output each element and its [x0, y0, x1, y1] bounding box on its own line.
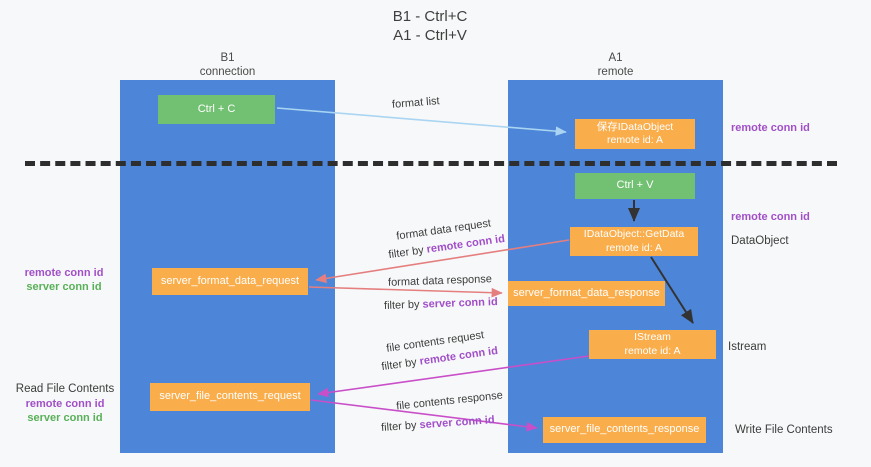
- save-idataobject-box: 保存IDataObject remote id: A: [575, 119, 695, 149]
- server-file-contents-request-box: server_file_contents_request: [150, 383, 310, 411]
- read-file-contents-labels: Read File Contents remote conn id server…: [10, 382, 120, 426]
- filter-by-text: filter by: [380, 419, 417, 434]
- istream-line2: remote id: A: [624, 344, 681, 357]
- save-idataobject-line2: remote id: A: [606, 134, 664, 146]
- write-file-contents-label: Write File Contents: [735, 424, 833, 436]
- server-format-data-response-box: server_format_data_response: [508, 281, 665, 306]
- server-file-contents-request-label: server_file_contents_request: [159, 390, 301, 403]
- ctrl-c-box: Ctrl + C: [158, 95, 275, 124]
- remote-conn-id-top-label: remote conn id: [731, 122, 810, 134]
- right-column-title: A1: [608, 52, 623, 64]
- right-column-header: A1 remote: [508, 51, 723, 80]
- boundary-dashed-line: [25, 161, 837, 166]
- istream-line1: IStream: [634, 331, 671, 344]
- ctrl-v-box: Ctrl + V: [575, 173, 695, 199]
- save-idataobject-line1: 保存IDataObject: [596, 120, 674, 133]
- filter-by-text: filter by: [387, 244, 425, 262]
- server-file-contents-response-label: server_file_contents_response: [549, 423, 700, 436]
- file-response-filter-label: filter by server conn id: [381, 414, 495, 434]
- getdata-line2: remote id: A: [605, 241, 663, 254]
- read-server-conn-id-label: server conn id: [27, 412, 103, 425]
- idataobject-getdata-box: IDataObject::GetData remote id: A: [570, 227, 698, 256]
- ctrl-c-label: Ctrl + C: [197, 102, 236, 115]
- ctrl-v-label: Ctrl + V: [616, 179, 654, 192]
- dataobject-label: DataObject: [731, 235, 789, 247]
- server-format-data-request-label: server_format_data_request: [160, 274, 300, 287]
- istream-box: IStream remote id: A: [589, 330, 716, 359]
- left-server-conn-id-label: server conn id: [26, 281, 102, 294]
- server-format-data-request-box: server_format_data_request: [152, 268, 308, 295]
- server-conn-id-text: server conn id: [419, 414, 496, 432]
- format-data-response-label: format data response: [387, 273, 493, 289]
- remote-conn-id-mid-label: remote conn id: [731, 211, 810, 223]
- right-column-subtitle: remote: [597, 66, 634, 79]
- getdata-line1: IDataObject::GetData: [583, 228, 685, 241]
- left-remote-conn-id-label: remote conn id: [24, 267, 104, 279]
- format-response-filter-label: filter by server conn id: [384, 296, 498, 312]
- server-conn-id-text: server conn id: [422, 296, 498, 311]
- left-conn-id-labels: remote conn id server conn id: [16, 266, 112, 295]
- file-contents-response-label: file contents response: [395, 389, 504, 413]
- filter-by-text: filter by: [380, 356, 418, 374]
- left-column-subtitle: connection: [199, 66, 256, 79]
- left-column-title: B1: [220, 52, 235, 64]
- diagram-title: B1 - Ctrl+C A1 - Ctrl+V: [330, 7, 530, 45]
- format-list-label: format list: [391, 95, 441, 111]
- server-format-data-response-label: server_format_data_response: [513, 286, 660, 299]
- left-column-header: B1 connection: [120, 51, 335, 80]
- istream-side-label: Istream: [728, 341, 767, 353]
- title-line-1: B1 - Ctrl+C: [392, 8, 468, 25]
- server-file-contents-response-box: server_file_contents_response: [543, 417, 706, 443]
- read-file-contents-label: Read File Contents: [15, 383, 115, 395]
- title-line-2: A1 - Ctrl+V: [393, 27, 467, 45]
- filter-by-text: filter by: [383, 298, 420, 312]
- read-remote-conn-id-label: remote conn id: [25, 397, 105, 410]
